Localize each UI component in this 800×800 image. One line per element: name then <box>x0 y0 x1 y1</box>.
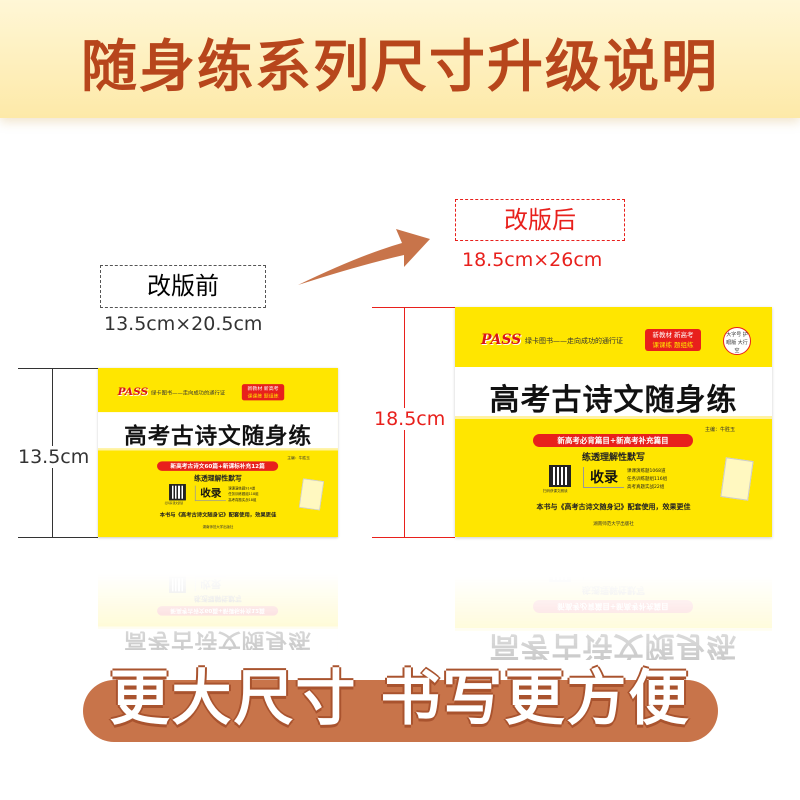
pass-logo: PASS <box>481 332 522 348</box>
editor: 主编：牛胜玉 <box>705 427 736 433</box>
before-label: 改版前 <box>100 265 266 308</box>
after-size: 18.5cm×26cm <box>462 249 603 271</box>
book-note: 本书与《高考古诗文随身记》配套使用，效果更佳 <box>159 512 277 518</box>
slogan: 绿卡图书——走向成功的通行证 <box>525 337 623 345</box>
publisher: 湖南师范大学出版社 <box>202 526 234 530</box>
after-label: 改版后 <box>455 199 625 241</box>
footer-pill <box>83 680 718 742</box>
arrow-icon <box>298 229 430 285</box>
large-font-badge: 大字号 护眼版 大行空 <box>723 327 751 355</box>
qr-caption: 扫码获课文朗读 <box>543 489 568 493</box>
companion-book-image <box>720 457 754 501</box>
edition-badge: 新教材 新高考课课练 题组练 <box>241 384 285 401</box>
companion-book-image <box>298 478 325 511</box>
before-height-label: 13.5cm <box>16 446 92 468</box>
before-size: 13.5cm×20.5cm <box>104 313 263 335</box>
before-height-tick-top <box>18 368 98 369</box>
page-title: 随身练系列尺寸升级说明 <box>81 35 719 100</box>
content-pill: 新高考古诗文60篇+新课标补充12篇 <box>157 461 279 471</box>
after-height-label: 18.5cm <box>372 408 448 430</box>
before-height-tick-bottom <box>18 537 98 538</box>
book-subtitle: 练透理解性默写 <box>194 475 242 483</box>
book-note: 本书与《高考古诗文随身记》配套使用，效果更佳 <box>536 503 691 511</box>
pass-logo: PASS <box>117 386 149 399</box>
footer-slogan: 更大尺寸 书写更方便 <box>109 664 691 734</box>
qr-code <box>169 484 186 501</box>
shoulu-label: 收录 <box>583 467 624 488</box>
content-list: 课课演练题914道任务训练题组118组高考真题实战18组 <box>228 487 259 503</box>
publisher: 湖南师范大学出版社 <box>593 522 634 527</box>
book-before-reflection: 高考古诗文随身练 新高考古诗文60篇+新课标补充12篇 练透理解性默写 收录 本… <box>98 540 338 650</box>
slogan: 绿卡图书——走向成功的通行证 <box>150 390 226 396</box>
header-banner: 随身练系列尺寸升级说明 <box>0 0 800 118</box>
editor: 主编：牛胜玉 <box>287 456 310 461</box>
qr-code <box>549 465 571 487</box>
shoulu-label: 收录 <box>194 485 226 502</box>
book-after-reflection: 高考古诗文随身练 新高考必背篇目+新高考补充篇目 练透理解性默写 收录 本书与《… <box>455 540 772 660</box>
book-subtitle: 练透理解性默写 <box>581 453 645 463</box>
content-pill: 新高考必背篇目+新高考补充篇目 <box>533 434 693 447</box>
book-title: 高考古诗文随身练 <box>489 383 738 418</box>
edition-badge: 新教材 新高考课课练 题组练 <box>645 329 701 351</box>
book-title: 高考古诗文随身练 <box>124 423 312 450</box>
after-height-tick-top <box>372 307 455 308</box>
qr-caption: 扫码获课文朗读 <box>164 501 184 505</box>
after-height-tick-bottom <box>372 537 455 538</box>
content-list: 课课演练题1068道任务训练题组116组高考真题实战22组 <box>627 469 668 490</box>
